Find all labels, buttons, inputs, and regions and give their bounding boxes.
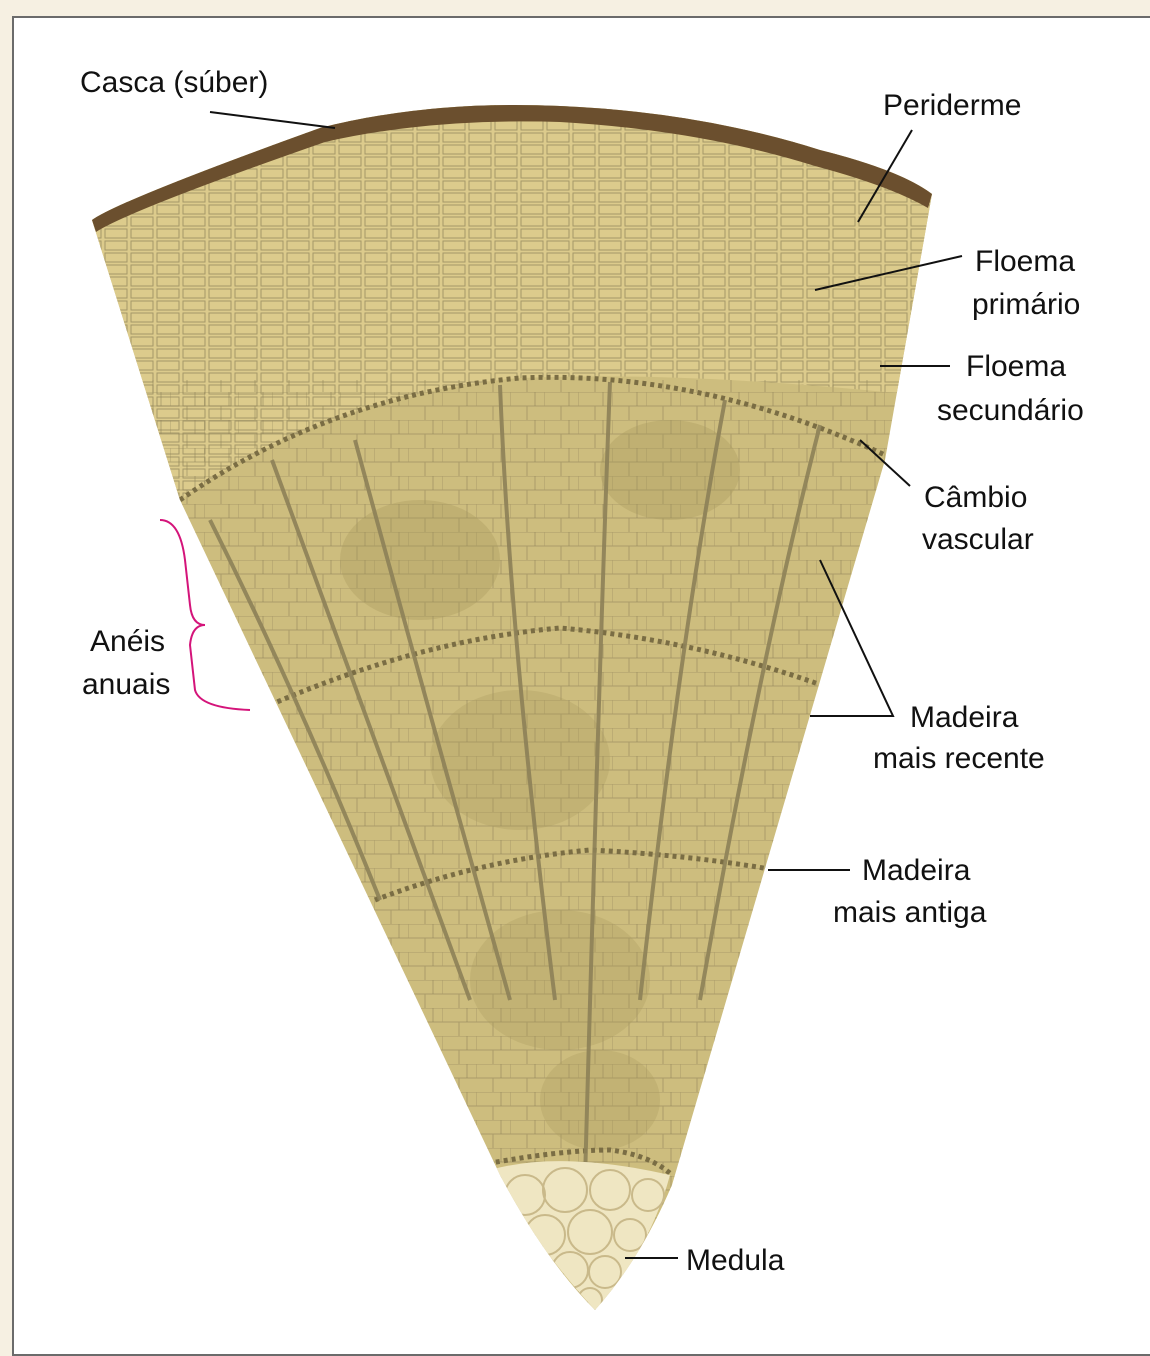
- pith-region: [490, 1161, 670, 1310]
- wood-shading: [540, 1050, 660, 1150]
- label-casca: Casca (súber): [80, 66, 268, 99]
- label-periderme: Periderme: [883, 89, 1021, 122]
- label-madeira-recente-2: mais recente: [873, 742, 1045, 775]
- label-madeira-antiga-1: Madeira: [862, 854, 971, 887]
- label-floema-secundario-2: secundário: [937, 394, 1084, 427]
- label-medula: Medula: [686, 1244, 785, 1277]
- label-aneis-1: Anéis: [90, 625, 165, 658]
- label-madeira-recente-1: Madeira: [910, 701, 1019, 734]
- wood-cells: [60, 380, 960, 1340]
- leader-casca: [210, 112, 335, 128]
- label-aneis-2: anuais: [82, 668, 170, 701]
- wood-shading: [470, 910, 650, 1050]
- label-floema-primario-1: Floema: [975, 245, 1075, 278]
- label-cambio-2: vascular: [922, 523, 1034, 556]
- wood-shading: [340, 500, 500, 620]
- label-madeira-antiga-2: mais antiga: [833, 896, 987, 929]
- label-floema-secundario-1: Floema: [966, 350, 1066, 383]
- label-floema-primario-2: primário: [972, 288, 1080, 321]
- label-cambio-1: Câmbio: [924, 481, 1027, 514]
